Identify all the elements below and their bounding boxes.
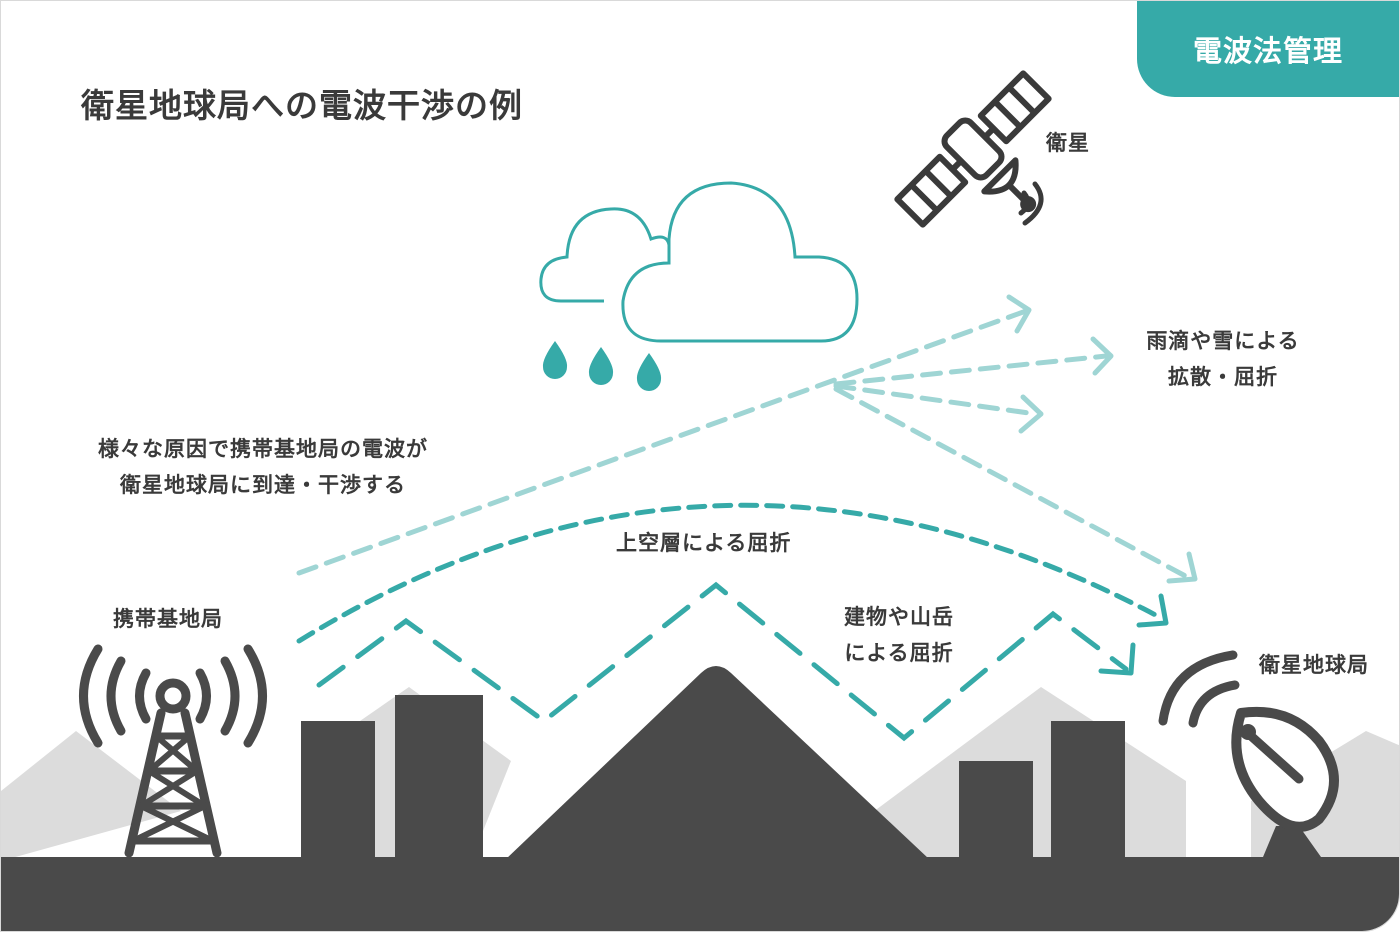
scatter-arrowheads <box>1006 294 1198 584</box>
rain-scatter-label: 雨滴や雪による 拡散・屈折 <box>1146 329 1300 389</box>
ground <box>1 857 1399 931</box>
page-title: 衛星地球局への電波干渉の例 <box>81 86 523 125</box>
cell-tower-icon <box>79 644 267 858</box>
upper-layer-wave <box>296 502 1166 644</box>
base-station-label: 携帯基地局 <box>113 607 223 631</box>
category-badge: 電波法管理 <box>1137 1 1399 97</box>
scatter-waves <box>296 308 1194 582</box>
upper-layer-arrowhead <box>1136 593 1169 628</box>
earth-station-label: 衛星地球局 <box>1259 653 1369 677</box>
rain-drops-icon <box>542 341 662 391</box>
satellite-icon <box>894 70 1052 228</box>
zigzag-wave <box>316 581 1129 742</box>
buildings <box>301 695 1125 861</box>
upper-layer-label: 上空層による屈折 <box>616 531 792 555</box>
building-mountain-label: 建物や山岳 による屈折 <box>844 605 954 665</box>
mountain <box>506 666 929 859</box>
satellite-label: 衛星 <box>1046 131 1090 155</box>
zigzag-arrowhead <box>1098 642 1136 676</box>
interference-cause-label: 様々な原因で携帯基地局の電波が 衛星地球局に到達・干渉する <box>98 437 428 497</box>
cloud-icon <box>539 181 859 343</box>
satellite-signal-icon <box>1018 181 1044 226</box>
satellite-dish-icon <box>1158 650 1339 857</box>
